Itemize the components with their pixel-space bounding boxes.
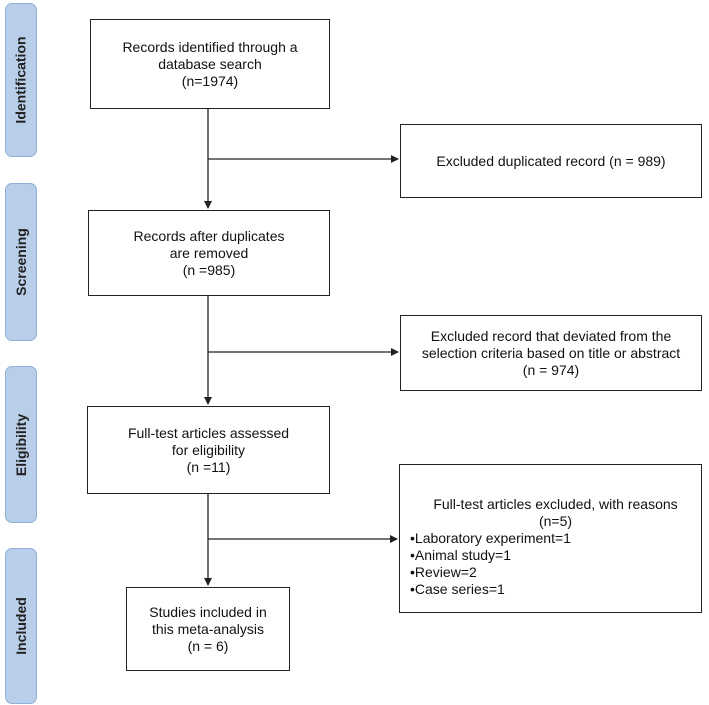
box-records-identified: Records identified through a database se…: [90, 19, 330, 109]
exclusion-reason-item: •Animal study=1: [410, 547, 512, 563]
included-line3: (n = 6): [187, 637, 229, 654]
box-after-duplicates: Records after duplicates are removed (n …: [88, 210, 330, 296]
box-fulltext-excluded: Full-test articles excluded, with reason…: [399, 464, 702, 613]
box-deviated-excluded: Excluded record that deviated from the s…: [400, 315, 702, 391]
identified-line3: (n=1974): [181, 72, 239, 89]
fulltext-assessed-line1: Full-test articles assessed: [127, 424, 290, 441]
stage-screening: Screening: [5, 183, 37, 341]
box-duplicates-excluded: Excluded duplicated record (n = 989): [400, 124, 702, 198]
stage-included: Included: [5, 548, 37, 704]
stage-eligibility: Eligibility: [5, 366, 37, 523]
identified-line2: database search: [158, 55, 262, 72]
exclusion-reason-item: •Review=2: [410, 564, 477, 580]
deviated-excluded-line3: (n = 974): [522, 361, 580, 378]
exclusion-reason-item: •Laboratory experiment=1: [410, 530, 571, 546]
after-duplicates-line3: (n =985): [182, 261, 236, 278]
fulltext-excluded-line1: Full-test articles excluded, with reason…: [433, 496, 678, 512]
exclusion-reason-item: •Case series=1: [410, 581, 505, 597]
included-line2: this meta-analysis: [151, 620, 265, 637]
deviated-excluded-line1: Excluded record that deviated from the: [430, 327, 672, 344]
fulltext-assessed-line3: (n =11): [186, 458, 231, 475]
duplicates-excluded-line1: Excluded duplicated record (n = 989): [436, 152, 666, 169]
stage-identification: Identification: [5, 3, 37, 157]
after-duplicates-line2: are removed: [169, 244, 249, 261]
box-fulltext-assessed: Full-test articles assessed for eligibil…: [87, 406, 330, 494]
box-included: Studies included in this meta-analysis (…: [126, 587, 290, 671]
included-line1: Studies included in: [149, 603, 267, 620]
after-duplicates-line1: Records after duplicates: [133, 227, 285, 244]
fulltext-excluded-line2: (n=5): [538, 513, 573, 529]
identified-line1: Records identified through a: [122, 38, 298, 55]
fulltext-assessed-line2: for eligibility: [171, 441, 246, 458]
deviated-excluded-line2: selection criteria based on title or abs…: [421, 344, 681, 361]
